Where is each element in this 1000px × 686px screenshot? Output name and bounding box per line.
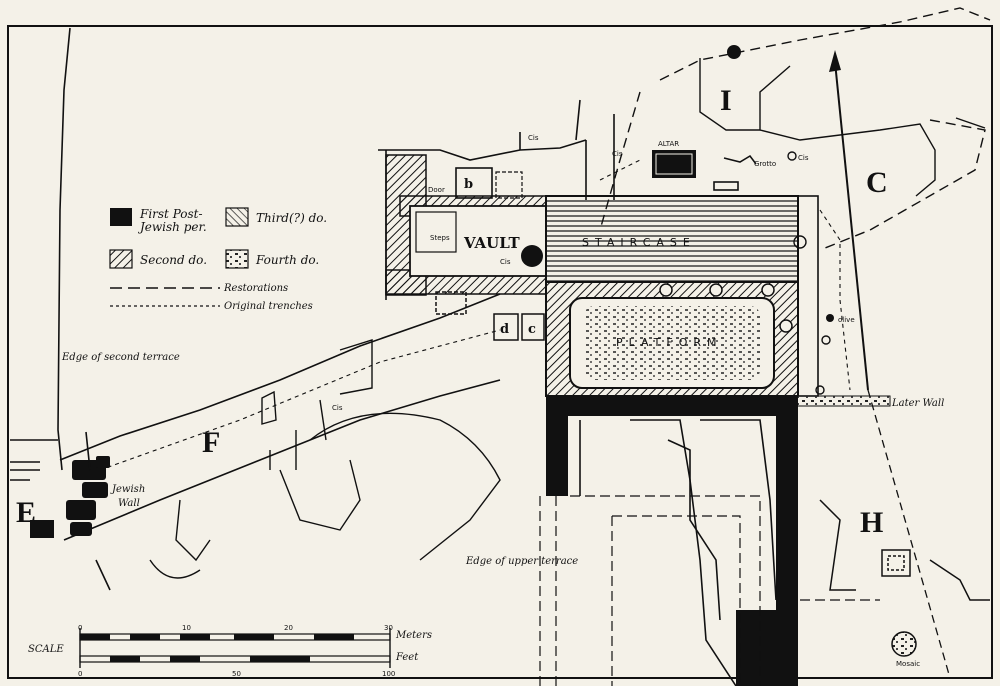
legend-trenches: Original trenches: [224, 301, 313, 312]
scale-bar: [79, 628, 391, 668]
legend-swatch-first: [110, 208, 132, 226]
area-h-label: H: [860, 506, 883, 539]
olive-label: olive: [838, 316, 855, 324]
grotto: [713, 154, 757, 191]
western-boundary: [10, 27, 71, 471]
steps-label: Steps: [430, 234, 450, 242]
area-c-label: c: [528, 322, 536, 337]
later-wall-label: Later Wall: [891, 398, 944, 409]
jewish-wall-label-2: Wall: [118, 498, 140, 509]
area-c-label-big: C: [866, 166, 888, 199]
meter-tick-0: 0: [78, 624, 82, 632]
area-h-features: [819, 499, 990, 601]
north-arrow: [829, 50, 951, 679]
platform: [545, 281, 799, 397]
feet-label: Feet: [395, 652, 419, 663]
mosaic-label: Mosaic: [896, 660, 920, 668]
staircase-label: STAIRCASE: [582, 236, 696, 249]
staircase: [545, 195, 819, 397]
meter-tick-30: 30: [384, 624, 393, 632]
legend-swatch-third: [225, 207, 249, 227]
east-ring-marks: [793, 235, 831, 395]
area-b-label: b: [464, 177, 473, 192]
second-terrace-label: Edge of second terrace: [61, 352, 180, 363]
map-frame: [7, 25, 993, 679]
southern-corridors: [579, 419, 777, 686]
legend-swatch-fourth: [225, 249, 249, 269]
meters-label: Meters: [395, 630, 432, 641]
platform-label: PLATFORM: [616, 336, 723, 349]
cis-label-north: Cis: [612, 150, 623, 158]
area-f-label: F: [202, 426, 220, 459]
legend-first-1: First Post-: [139, 207, 203, 221]
first-period-walls: [546, 396, 798, 686]
upper-terrace-label: Edge of upper terrace: [465, 556, 578, 567]
legend-restorations: Restorations: [223, 283, 288, 294]
area-e-lines: [10, 431, 111, 591]
area-i-label: I: [720, 84, 732, 117]
legend: [109, 207, 249, 307]
cistern-east: [787, 151, 797, 161]
original-trenches: [99, 159, 851, 471]
legend-first-2: Jewish per.: [137, 220, 207, 234]
feet-tick-50: 50: [232, 670, 241, 678]
grotto-label: Grotto: [754, 160, 776, 168]
mosaic-marker: [891, 631, 917, 657]
meter-tick-20: 20: [284, 624, 293, 632]
cis-label-east: Cis: [798, 154, 809, 162]
legend-swatch-second: [109, 249, 133, 269]
legend-fourth: Fourth do.: [255, 253, 319, 267]
vault-label: VAULT: [463, 234, 521, 252]
feet-tick-0: 0: [78, 670, 82, 678]
legend-second: Second do.: [140, 253, 207, 267]
area-d-label: d: [500, 322, 509, 337]
scale-label: SCALE: [28, 644, 64, 655]
altar: [652, 150, 696, 178]
area-i-boundary: [599, 7, 991, 251]
area-e-label: E: [16, 496, 36, 529]
cistern-top: [727, 45, 741, 59]
legend-third: Third(?) do.: [256, 211, 327, 225]
area-f-features: [149, 339, 501, 579]
cis-label-nw: Cis: [528, 134, 539, 142]
cis-label-f: Cis: [332, 404, 343, 412]
jewish-wall-label-1: Jewish: [110, 484, 145, 495]
meter-tick-10: 10: [182, 624, 191, 632]
door-label: Door: [428, 186, 445, 194]
feet-tick-100: 100: [382, 670, 395, 678]
altar-label: ALTAR: [658, 140, 679, 148]
restoration-lines-south: [539, 495, 880, 686]
later-wall: [795, 395, 891, 407]
olive-tree: [826, 314, 834, 322]
jewish-wall: [30, 456, 110, 538]
rooms-d-c: [435, 291, 545, 341]
cis-label-vault: Cis: [500, 258, 511, 266]
